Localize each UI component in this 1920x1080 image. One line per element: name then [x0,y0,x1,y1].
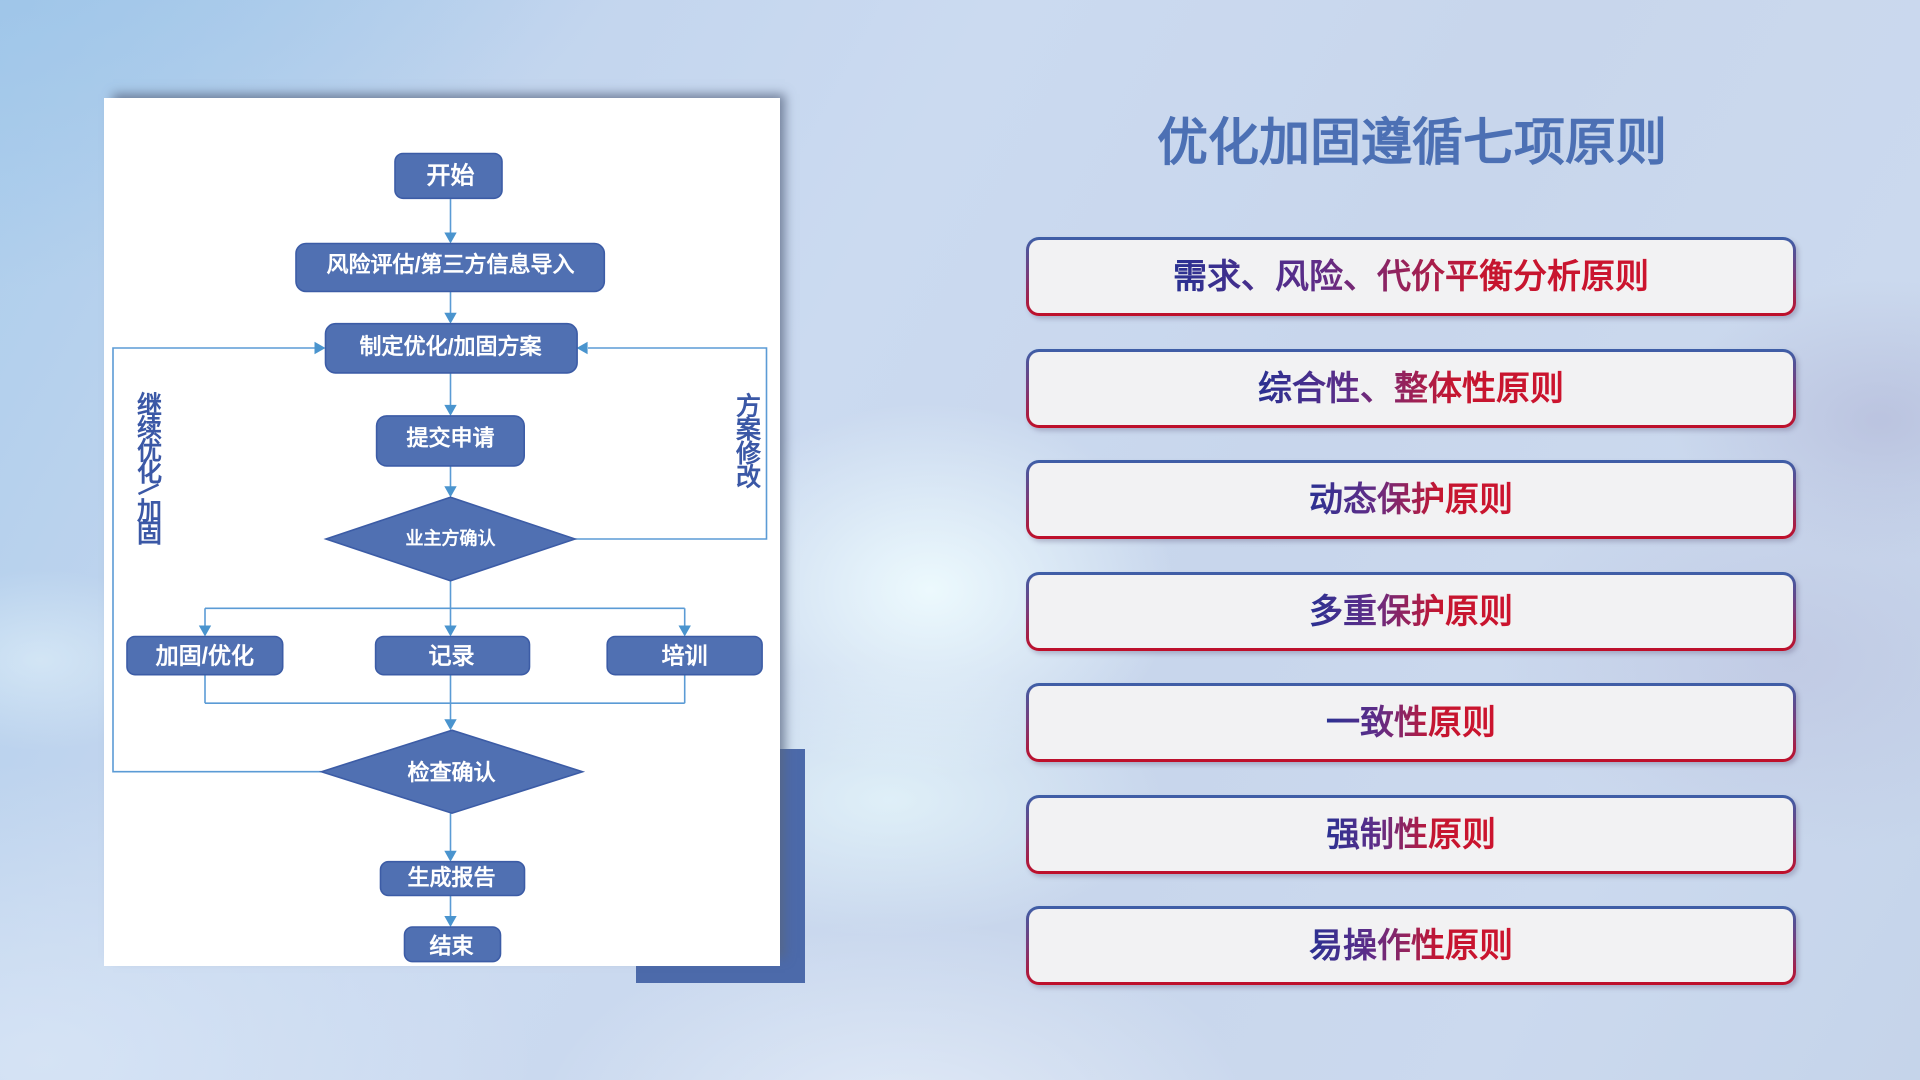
svg-text:生成报告: 生成报告 [407,865,495,890]
svg-text:检查确认: 检查确认 [407,760,495,785]
svg-text:结束: 结束 [429,934,474,959]
svg-text:记录: 记录 [429,642,475,668]
svg-text:业主方确认: 业主方确认 [406,527,497,548]
svg-text:提交申请: 提交申请 [406,425,494,450]
svg-text:风险评估/第三方信息导入: 风险评估/第三方信息导入 [326,252,574,277]
svg-text:方案修改: 方案修改 [735,392,762,492]
svg-text:开始: 开始 [427,162,475,189]
svg-text:制定优化/加固方案: 制定优化/加固方案 [359,334,542,359]
svg-text:继续优化加固: 继续优化加固 [136,391,162,549]
svg-text:加固/优化: 加固/优化 [155,642,254,668]
svg-text:培训: 培训 [662,642,708,668]
